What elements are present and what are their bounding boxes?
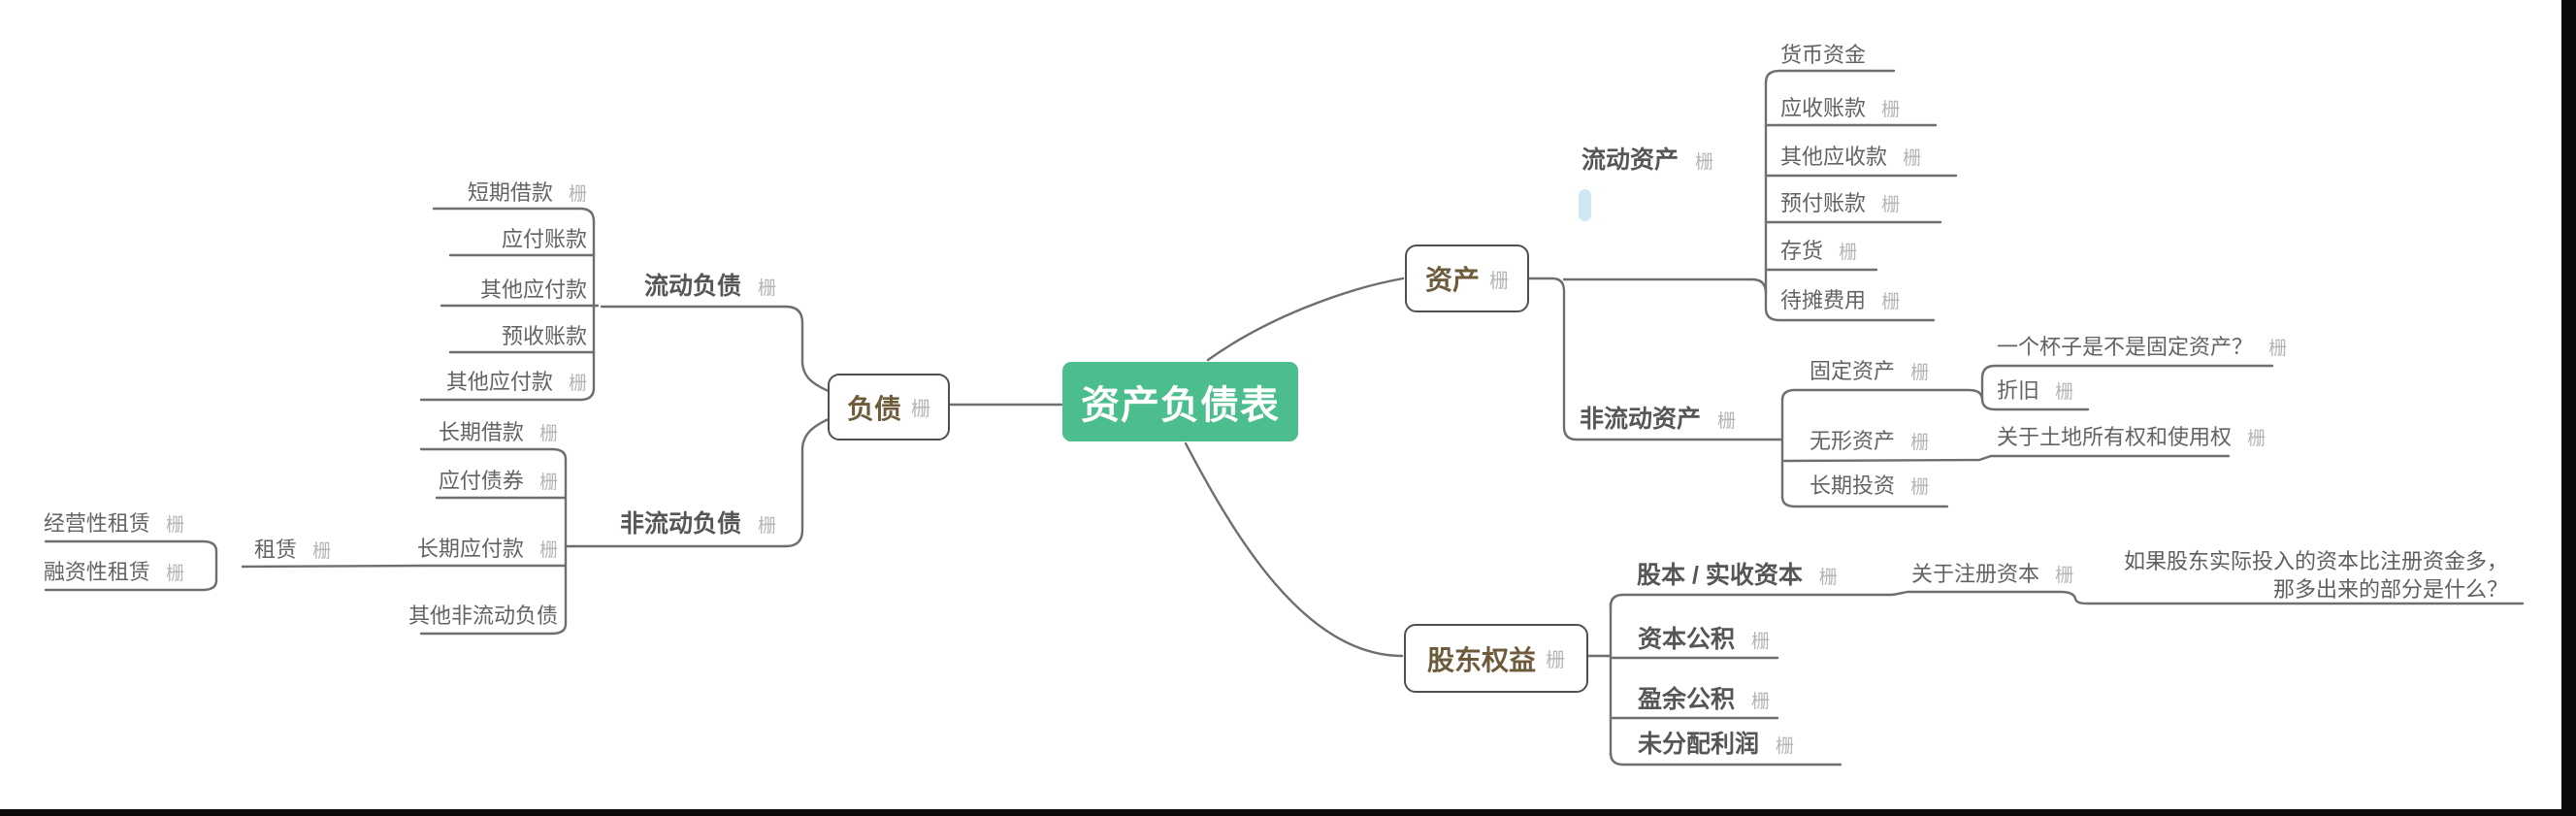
topic-land-rights-note[interactable]: 关于土地所有权和使用权 栅 [1997,425,2266,449]
drag-highlight-pill [1579,189,1591,221]
node-marker-icon: 栅 [2055,566,2074,586]
topic-depreciation[interactable]: 折旧 栅 [1997,378,2074,403]
topic-advance-receipts[interactable]: 预收账款 [501,324,587,348]
node-marker-icon: 栅 [1910,477,1930,498]
node-marker-icon: 栅 [1750,632,1770,652]
node-marker-icon: 栅 [1489,270,1509,292]
screen-edge-right-bar [2561,0,2576,816]
topic-liabilities[interactable]: 负债 栅 [828,374,950,441]
topic-assets[interactable]: 资产 栅 [1405,245,1529,312]
node-marker-icon: 栅 [165,564,184,584]
topic-noncurrent-liabilities[interactable]: 非流动负债 栅 [620,510,776,538]
topic-bonds-payable[interactable]: 应付债券 栅 [438,469,558,493]
topic-cup-fixed-asset-question[interactable]: 一个杯子是不是固定资产？ 栅 [1997,335,2288,359]
topic-surplus-reserve[interactable]: 盈余公积 栅 [1638,686,1770,713]
topic-inventory[interactable]: 存货 栅 [1780,239,1858,263]
topic-short-term-loans[interactable]: 短期借款 栅 [467,180,587,205]
topic-other-receivables[interactable]: 其他应收款 栅 [1780,145,1922,169]
topic-share-capital[interactable]: 股本 / 实收资本 栅 [1637,562,1838,589]
root-topic-label: 资产负债表 [1081,384,1280,427]
topic-long-term-loans[interactable]: 长期借款 栅 [438,420,558,444]
topic-prepaid-accounts[interactable]: 预付账款 栅 [1780,191,1901,215]
topic-shareholders-equity[interactable]: 股东权益 栅 [1404,624,1588,693]
topic-other-noncurrent-liabilities[interactable]: 其他非流动负债 [408,604,558,628]
node-marker-icon: 栅 [538,424,558,444]
node-marker-icon: 栅 [538,473,558,493]
screen-edge-bottom-bar [0,809,2576,816]
topic-intangible-assets[interactable]: 无形资产 栅 [1810,429,1930,453]
node-marker-icon: 栅 [538,540,558,561]
topic-long-term-payables[interactable]: 长期应付款 栅 [416,537,558,561]
topic-long-term-investment[interactable]: 长期投资 栅 [1810,473,1930,498]
topic-leases[interactable]: 租赁 栅 [254,538,332,562]
node-marker-icon: 栅 [1694,152,1713,173]
root-topic[interactable]: 资产负债表 [1062,362,1298,441]
node-marker-icon: 栅 [1839,243,1858,263]
excess-capital-question-line2: 那多出来的部分是什么？ [2272,577,2508,602]
node-marker-icon: 栅 [1546,650,1565,671]
topic-current-liabilities[interactable]: 流动负债 栅 [644,273,776,300]
topic-other-payables-b[interactable]: 其他应付款 栅 [445,370,587,394]
node-marker-icon: 栅 [1903,148,1922,169]
node-marker-icon: 栅 [1750,692,1770,712]
node-marker-icon: 栅 [165,515,184,536]
topic-liabilities-label: 负债 [846,393,901,424]
node-marker-icon: 栅 [1910,433,1930,453]
node-marker-icon: 栅 [1910,363,1930,383]
node-marker-icon: 栅 [1818,568,1838,588]
topic-undistributed-profit[interactable]: 未分配利润 栅 [1638,731,1794,758]
excess-capital-question-line1: 如果股东实际投入的资本比注册资金多， [2123,549,2508,573]
topic-cash-funds[interactable]: 货币资金 [1780,43,1867,67]
node-marker-icon: 栅 [1881,195,1901,215]
topic-current-assets[interactable]: 流动资产 栅 [1581,147,1713,174]
node-marker-icon: 栅 [1881,292,1901,312]
topic-shareholders-equity-label: 股东权益 [1426,644,1536,675]
node-marker-icon: 栅 [911,399,930,420]
topic-finance-lease[interactable]: 融资性租赁 栅 [43,560,184,584]
node-marker-icon: 栅 [2247,429,2266,449]
node-marker-icon: 栅 [2268,339,2288,359]
topic-registered-capital-note[interactable]: 关于注册资本 栅 [1911,562,2074,586]
topic-deferred-expenses[interactable]: 待摊费用 栅 [1780,288,1901,312]
topic-excess-capital-question[interactable]: 如果股东实际投入的资本比注册资金多， 那多出来的部分是什么？ [2124,547,2508,604]
node-marker-icon: 栅 [2055,382,2074,403]
node-marker-icon: 栅 [1775,736,1794,757]
topic-accounts-payable[interactable]: 应付账款 [501,227,587,251]
topic-capital-reserve[interactable]: 资本公积 栅 [1638,626,1770,653]
node-marker-icon: 栅 [1716,411,1736,432]
node-marker-icon: 栅 [568,184,587,205]
topic-fixed-assets[interactable]: 固定资产 栅 [1810,359,1930,383]
node-marker-icon: 栅 [568,374,587,394]
node-marker-icon: 栅 [312,541,332,562]
topic-other-payables-a[interactable]: 其他应付款 [479,277,587,302]
topic-assets-label: 资产 [1424,265,1480,295]
topic-accounts-receivable[interactable]: 应收账款 栅 [1780,96,1901,120]
node-marker-icon: 栅 [757,516,776,537]
topic-noncurrent-assets[interactable]: 非流动资产 栅 [1580,406,1736,433]
node-marker-icon: 栅 [757,278,776,299]
topic-operating-lease[interactable]: 经营性租赁 栅 [43,511,184,536]
node-marker-icon: 栅 [1881,100,1901,120]
